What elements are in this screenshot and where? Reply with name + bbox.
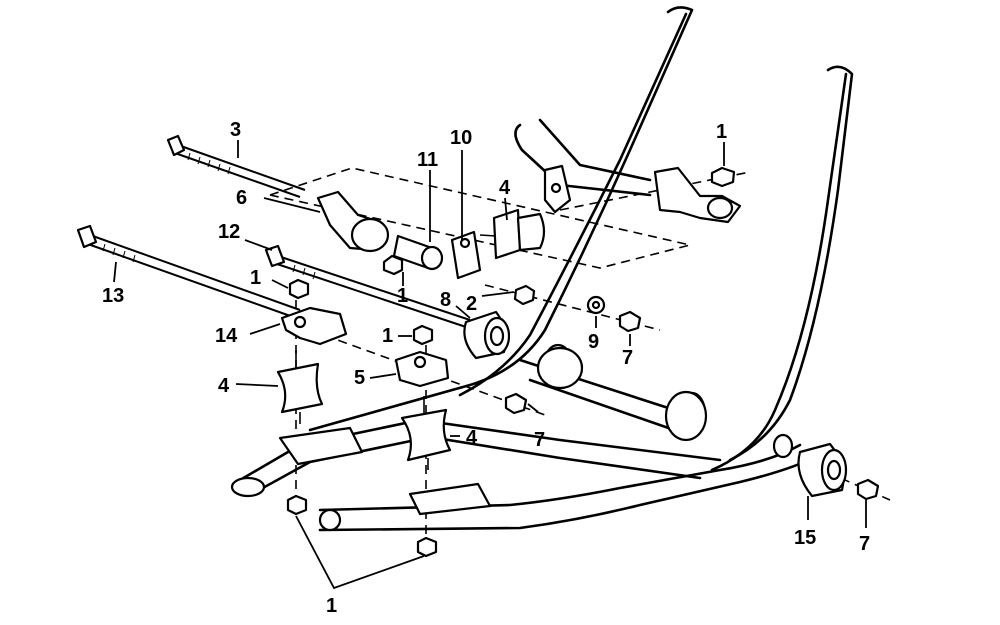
callout-14: 14 <box>215 325 238 347</box>
front-upright-tube-inner <box>710 72 848 472</box>
leader-lines <box>113 140 867 590</box>
part-5-bracket <box>394 350 450 388</box>
rear-upright-tube-inner <box>458 12 688 397</box>
callout-3: 3 <box>230 119 241 141</box>
center-frame-mount-plate <box>408 482 492 516</box>
callout-1-mid: 1 <box>397 285 408 307</box>
frame-sleeve-left <box>536 346 584 390</box>
left-rail-end-cap <box>230 476 266 498</box>
parts <box>276 164 880 558</box>
nut-1-mid <box>382 254 404 276</box>
callout-7-lower: 7 <box>534 429 545 451</box>
part-14-bracket <box>280 306 348 346</box>
frame-sleeve-right <box>664 390 708 442</box>
callout-numbers: 1 3 11 10 4 6 12 1 13 1 8 2 9 7 14 1 5 4… <box>102 119 870 617</box>
long-bolts <box>76 134 471 328</box>
part-7-nut-right <box>856 478 880 501</box>
left-frame-mount-plate <box>278 426 364 466</box>
front-rail-end-cap <box>772 433 794 459</box>
callout-7-right: 7 <box>859 533 870 555</box>
part-4-center-mount <box>400 408 452 462</box>
nut-1-top-right <box>710 166 736 188</box>
callout-5: 5 <box>354 367 365 389</box>
callout-4-top: 4 <box>499 177 511 199</box>
callout-1-bottom: 1 <box>326 595 337 617</box>
callout-9: 9 <box>588 331 599 353</box>
callout-1-left: 1 <box>250 267 261 289</box>
part-7-nut-mid <box>618 310 642 333</box>
callout-10: 10 <box>450 127 472 149</box>
callout-2: 2 <box>466 293 477 315</box>
nut-1-left <box>288 278 310 300</box>
callout-7-mid: 7 <box>622 347 633 369</box>
part-2-nut <box>513 284 536 306</box>
part-7-nut-lower <box>504 392 528 415</box>
nut-1-center <box>412 324 434 346</box>
part-4-left-mount <box>276 362 324 414</box>
callout-4-left: 4 <box>218 375 230 397</box>
callout-1-top-right: 1 <box>716 121 727 143</box>
upper-cross-arm <box>514 118 652 197</box>
callout-4-center: 4 <box>466 427 478 449</box>
part-6-sleeve <box>350 217 390 253</box>
nut-1-bottom-right <box>416 536 438 558</box>
callout-11: 11 <box>417 149 438 171</box>
callout-15: 15 <box>794 527 816 549</box>
bottom-long-rail <box>318 443 822 532</box>
front-upright-tube <box>728 65 854 462</box>
bottom-rail-end-cap <box>318 508 342 532</box>
callout-6: 6 <box>236 187 247 209</box>
callout-12: 12 <box>218 221 240 243</box>
callout-8: 8 <box>440 289 451 311</box>
callout-1-center: 1 <box>382 325 393 347</box>
rear-upright-tube <box>308 6 694 432</box>
nut-1-bottom-left <box>286 494 308 516</box>
callout-13: 13 <box>102 285 124 307</box>
part-10-plate <box>450 230 482 280</box>
